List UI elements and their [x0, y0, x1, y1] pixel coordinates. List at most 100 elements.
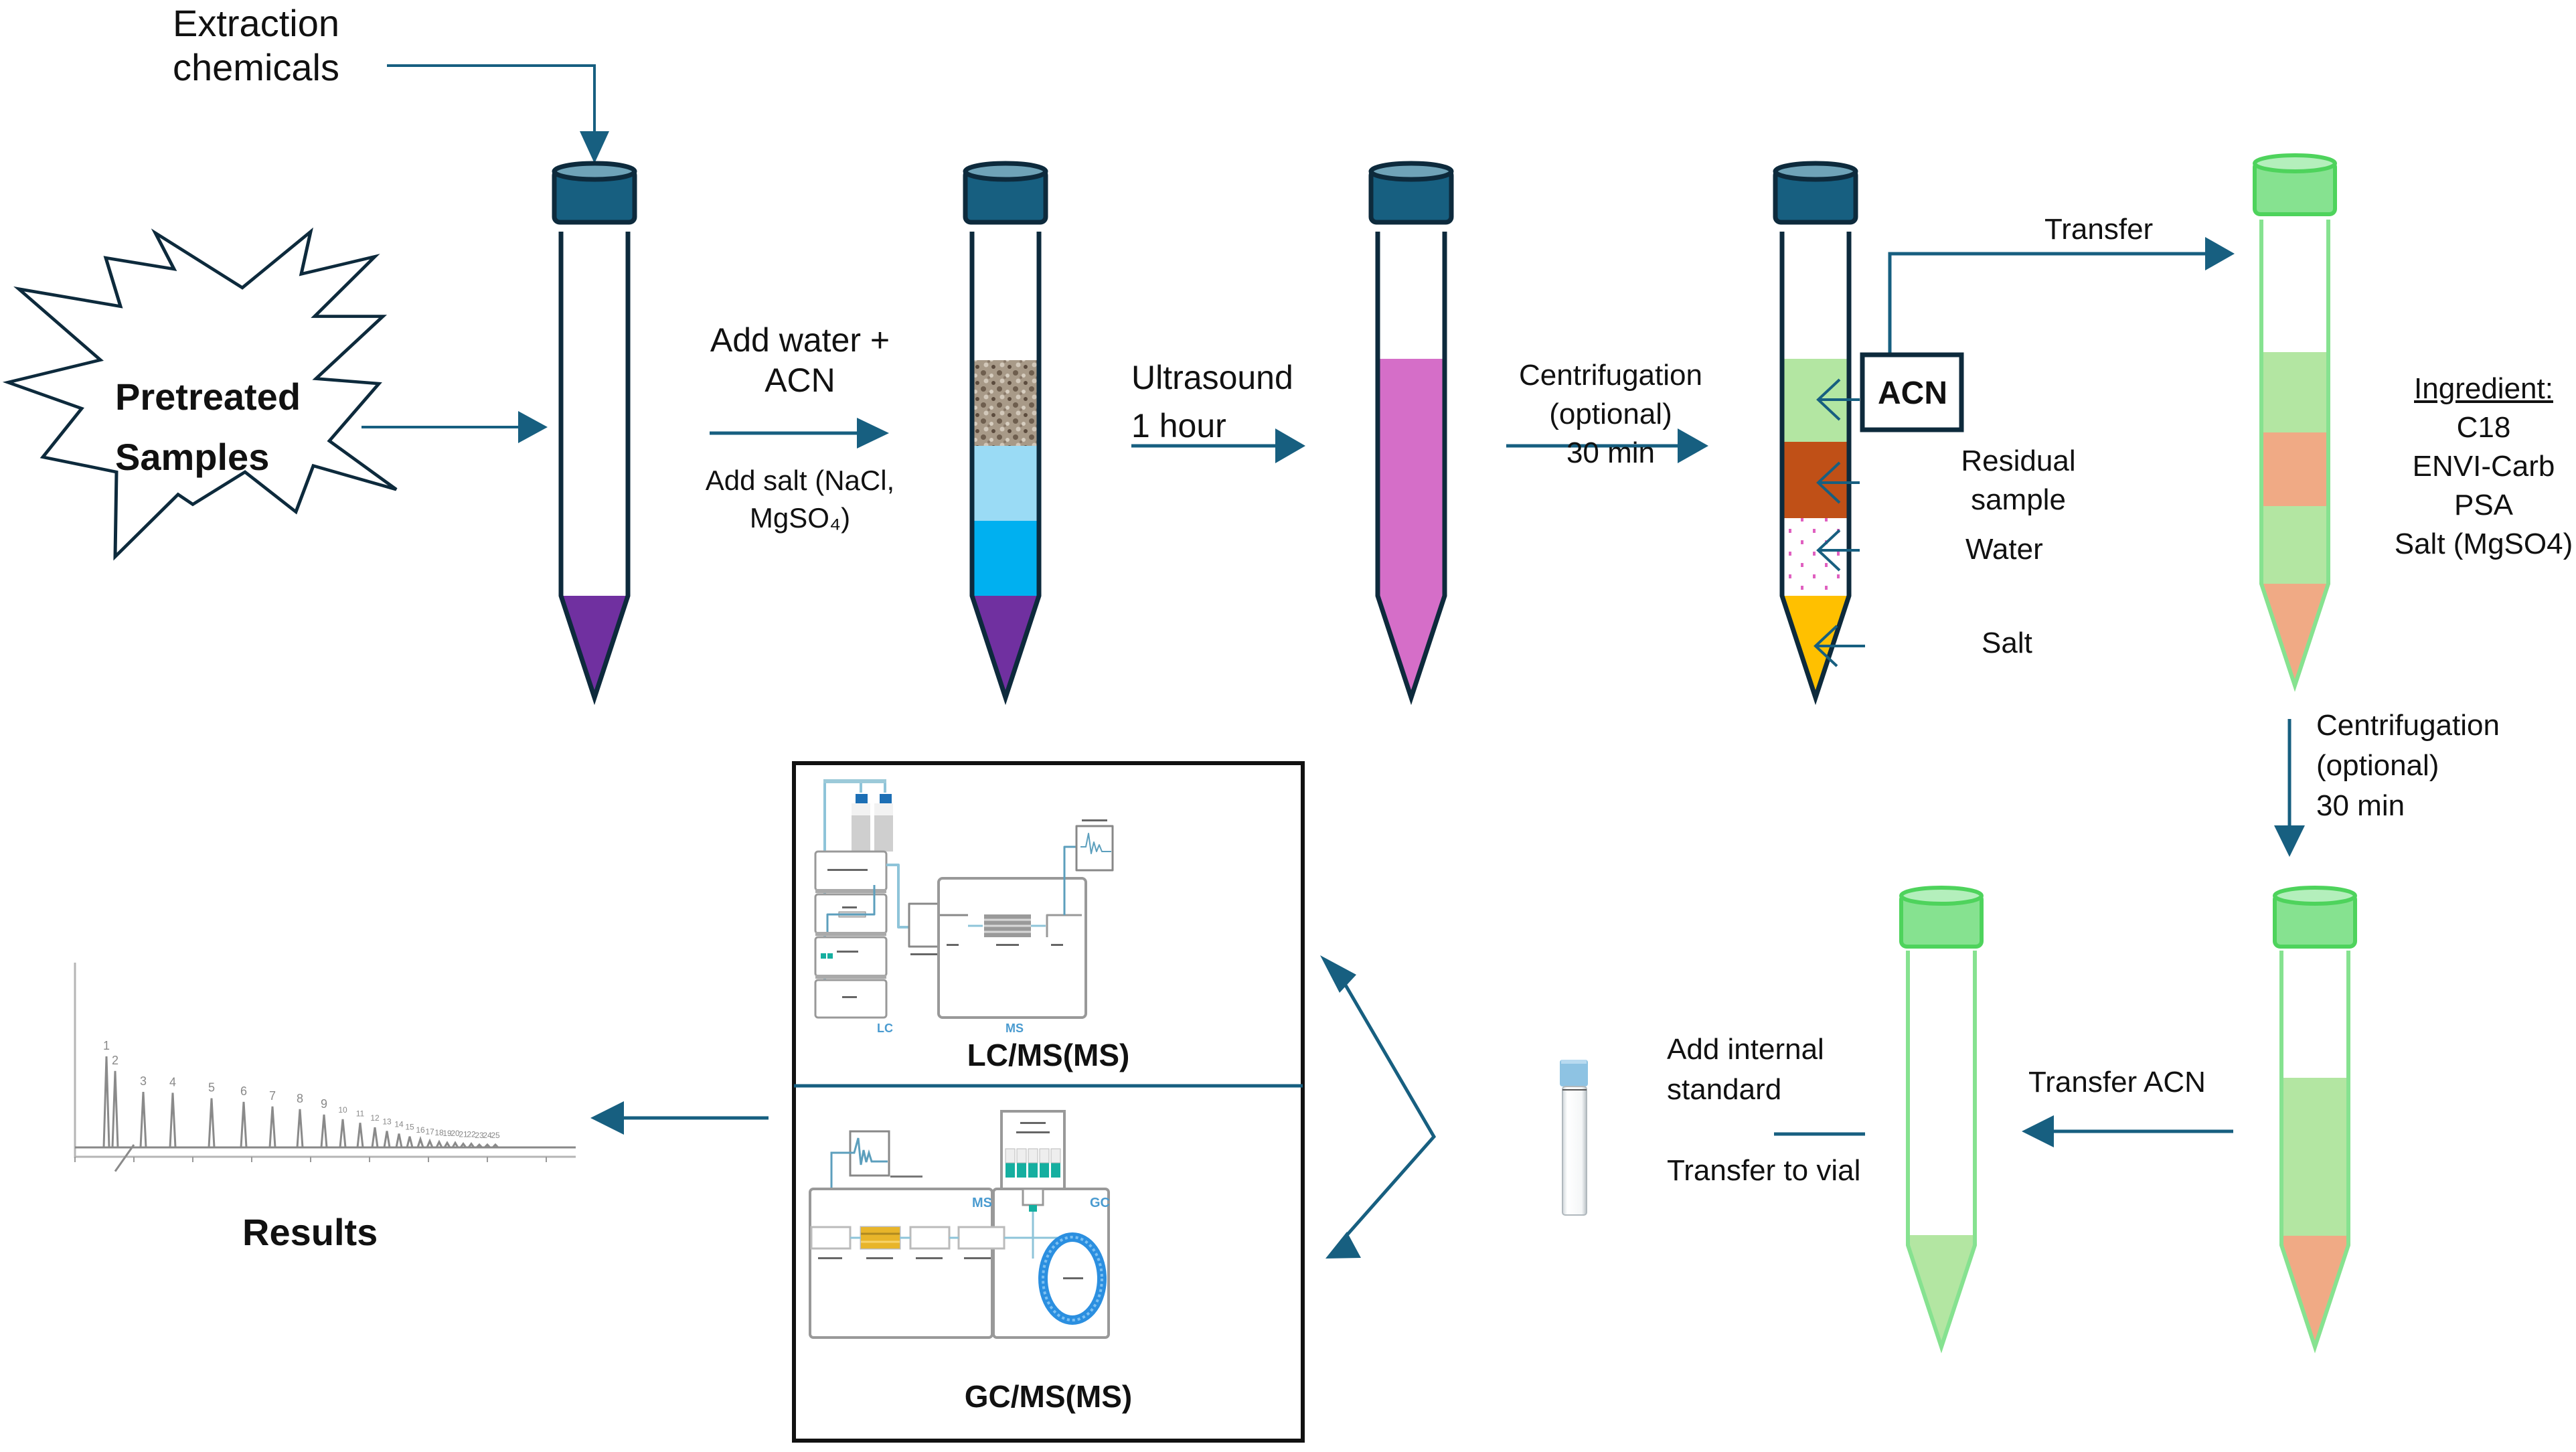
gc-detector — [810, 1226, 852, 1250]
tube-cap — [963, 161, 1048, 225]
step3-label: Centrifugation (optional) 30 min — [1519, 359, 1702, 469]
chromatogram-peak — [240, 1101, 248, 1148]
extraction-chemicals-label: Extraction chemicals — [173, 2, 339, 88]
peak-label: 17 — [425, 1127, 434, 1136]
peak-label: 5 — [208, 1081, 215, 1095]
peak-label: 19 — [442, 1129, 452, 1138]
vial-cap — [1560, 1060, 1588, 1086]
pointer-water-arrow — [1816, 529, 1860, 572]
arrow-centrifugation-down — [2274, 719, 2305, 857]
tube-cap — [2253, 153, 2337, 216]
pretreated-samples-starburst — [2, 227, 398, 561]
step1-bottom-label: Add salt (NaCl, MgSO₄) — [705, 465, 895, 534]
transfer-acn-label: Transfer ACN — [2028, 1066, 2206, 1099]
instrument-panel — [792, 761, 1305, 1443]
chromatogram-peak — [356, 1123, 364, 1148]
step2-label: Ultrasound 1 hour — [1131, 359, 1293, 445]
chromatogram-peak — [296, 1109, 304, 1148]
peak-label: 14 — [394, 1120, 404, 1129]
peak-label: 8 — [297, 1092, 303, 1105]
pointer-salt-arrow — [1814, 625, 1865, 667]
tube-ultrasound — [1368, 161, 1454, 706]
chromatogram-peak — [383, 1131, 391, 1148]
tube-layer — [1782, 442, 1849, 518]
peak-label: 13 — [382, 1117, 392, 1127]
gc-ms-section-label: MS — [972, 1196, 992, 1210]
gc-interface — [957, 1226, 1005, 1250]
tube-cap — [1899, 886, 1984, 949]
chromatogram-peak — [416, 1135, 424, 1148]
chromatogram-peak — [320, 1114, 328, 1148]
tube-cone — [2261, 584, 2328, 685]
tube-cone — [1908, 1245, 1975, 1347]
arrow-step2 — [1131, 428, 1305, 463]
results-label: Results — [242, 1211, 378, 1253]
step1-top-label: Add water + ACN — [710, 321, 890, 399]
arrow-instruments-to-results — [590, 1101, 769, 1135]
step4-label: Centrifugation (optional) 30 min — [2316, 709, 2500, 822]
tube-layer — [2281, 1078, 2348, 1236]
peak-label: 4 — [169, 1075, 176, 1088]
lc-ms-schematic — [814, 779, 1114, 1019]
lc-ms-title: LC/MS(MS) — [967, 1038, 1130, 1072]
chromatogram-peak — [491, 1143, 499, 1149]
tube-cone — [561, 596, 628, 698]
chromatogram-peak — [451, 1141, 459, 1148]
peak-label: 16 — [416, 1125, 425, 1135]
transfer-to-vial-label: Transfer to vial — [1667, 1154, 1861, 1187]
pretreated-samples-label: Pretreated Samples — [115, 376, 301, 478]
chromatogram-peak — [139, 1091, 147, 1148]
tube-layer — [2261, 352, 2328, 432]
chromatogram-peak — [169, 1093, 177, 1148]
peak-label: 12 — [370, 1113, 380, 1123]
vial-body — [1562, 1086, 1587, 1216]
tube-cap — [552, 161, 637, 225]
arrow-extraction-chemicals — [387, 64, 609, 163]
lc-column-module — [814, 979, 888, 1019]
peak-label: 11 — [356, 1109, 365, 1118]
water-label: Water — [1965, 533, 2043, 566]
residual-sample-label: Residual sample — [1961, 445, 2076, 516]
tube-layer — [2261, 432, 2328, 506]
peak-label: 23 — [475, 1131, 484, 1140]
peak-label: 20 — [451, 1129, 460, 1138]
chromatogram-peak — [459, 1142, 467, 1148]
tube-layer — [1378, 359, 1445, 596]
chromatogram-peak — [208, 1098, 216, 1148]
chromatogram-peak — [371, 1127, 379, 1148]
chromatogram-peak — [483, 1143, 491, 1149]
peak-label: 18 — [434, 1128, 444, 1137]
arrow-vial-to-instruments — [1320, 955, 1437, 1259]
tube-extraction — [552, 161, 637, 706]
layer-pointer-arrows — [1814, 378, 1865, 667]
pointer-acn-arrow — [1816, 378, 1860, 421]
tube-layer — [972, 521, 1039, 596]
chromatogram-peak — [426, 1138, 434, 1148]
arrow-step1 — [710, 418, 889, 449]
chromatogram-peak — [475, 1143, 483, 1149]
acn-box-label: ACN — [1878, 376, 1947, 411]
tube-layer — [972, 446, 1039, 521]
tube-cap — [1773, 161, 1858, 225]
peak-label: 22 — [467, 1130, 476, 1139]
tube-final-acn — [1899, 886, 1984, 1354]
salt-label: Salt — [1982, 627, 2032, 659]
peak-label: 6 — [240, 1084, 247, 1098]
lc-section-label: LC — [877, 1022, 893, 1035]
tube-cone — [2281, 1245, 2348, 1347]
tube-layer — [972, 360, 1039, 446]
gc-ms-title: GC/MS(MS) — [964, 1379, 1133, 1414]
solvent-tail — [114, 1144, 135, 1172]
peak-label: 3 — [140, 1074, 147, 1088]
tube-after-centrifuge — [2273, 886, 2357, 1354]
gc-ms-box — [809, 1188, 993, 1339]
chromatogram-peak — [406, 1136, 414, 1148]
tube-layer — [2261, 506, 2328, 584]
arrow-transfer-acn-to-dspe — [1888, 237, 2235, 353]
peak-label: 1 — [103, 1039, 110, 1052]
ms-box — [937, 877, 1087, 1019]
arrow-transfer-acn-left — [2022, 1115, 2233, 1147]
